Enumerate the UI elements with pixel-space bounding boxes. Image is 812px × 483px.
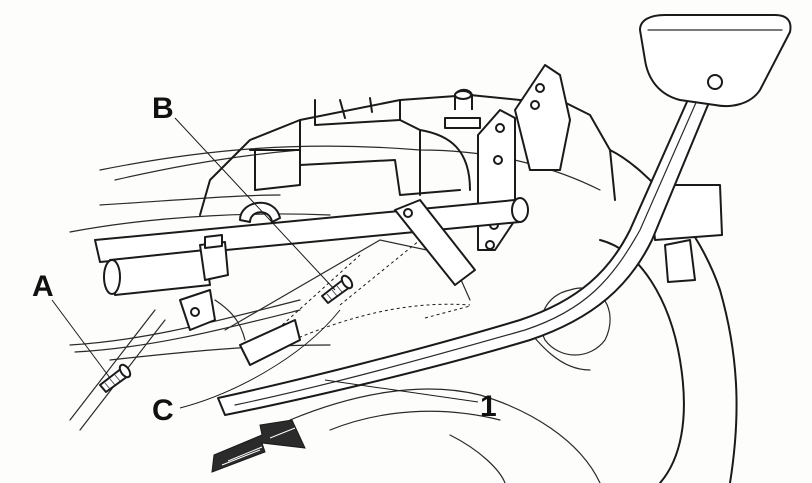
rack-bar-part-1	[217, 14, 792, 416]
callout-part-1: 1	[480, 390, 497, 423]
callout-b: B	[152, 92, 174, 125]
leader-lines	[51, 117, 479, 409]
direction-arrow	[211, 419, 306, 473]
bolt-a	[99, 363, 132, 393]
leader-b	[174, 117, 336, 291]
bolt-b	[321, 274, 354, 304]
leader-1	[324, 379, 479, 403]
leader-c	[179, 309, 341, 409]
callout-a: A	[32, 270, 54, 303]
callout-c: C	[152, 394, 174, 427]
leader-a	[51, 299, 111, 379]
